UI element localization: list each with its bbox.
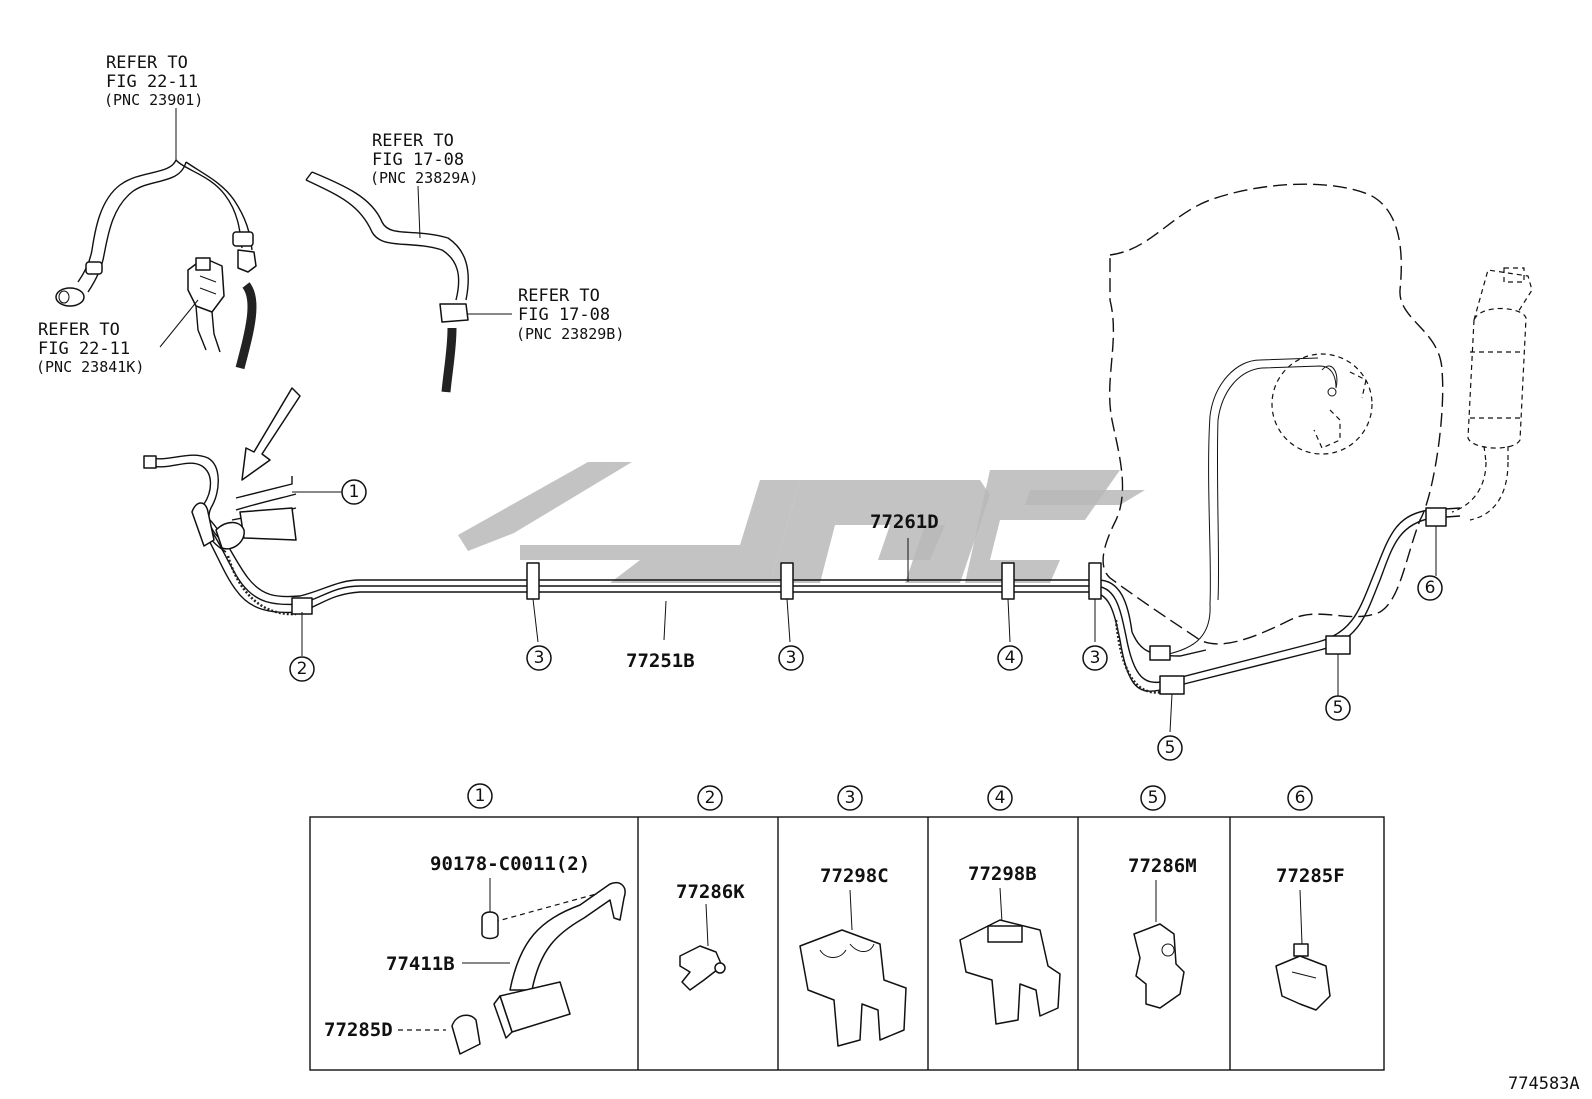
front-line-bundle [143,454,297,553]
table-header-4: 4 [987,785,1013,811]
clip-77286k-drawing [679,945,726,991]
parts-detail-table [309,816,1385,1071]
tank-vent-line [1159,357,1337,657]
svg-text:5: 5 [1333,698,1344,718]
callout-6: 6 [1417,575,1443,601]
clip-5a-on-line [1159,675,1185,695]
clip-3b-on-line [780,562,794,600]
svg-text:3: 3 [786,648,797,668]
figure-code: 774583A [1508,1074,1580,1094]
clip-5b-on-line [1325,635,1351,655]
part-number-77286k: 77286K [676,881,745,903]
refer-label-pnc-23829a: REFER TO FIG 17-08 (PNC 23829A) [370,131,478,187]
svg-text:4: 4 [995,788,1006,808]
clip-3c-on-line [1088,562,1102,600]
svg-text:FIG 17-08: FIG 17-08 [518,305,610,325]
clip-77298b-drawing [959,919,1061,1025]
svg-text:REFER TO: REFER TO [106,53,188,73]
callout-2: 2 [289,656,315,682]
part-number-90178-c0011: 90178-C0011(2) [430,853,590,875]
svg-text:(PNC 23829B): (PNC 23829B) [516,325,624,343]
callout-3c: 3 [1082,645,1108,671]
filler-hose-assembly [55,159,257,370]
svg-text:2: 2 [297,659,308,679]
svg-text:FIG 22-11: FIG 22-11 [106,72,198,92]
svg-text:REFER TO: REFER TO [372,131,454,151]
callout-1: 1 [341,479,367,505]
svg-text:1: 1 [475,786,486,806]
svg-text:3: 3 [534,648,545,668]
connector-tank-line [1149,645,1171,661]
part-number-77285f: 77285F [1276,865,1345,887]
refer-label-pnc-23829b: REFER TO FIG 17-08 (PNC 23829B) [516,286,624,343]
watermark-logo [458,462,1145,583]
callout-5b: 5 [1325,695,1351,721]
svg-text:REFER TO: REFER TO [38,320,120,340]
clip-77286m-drawing [1133,923,1185,1009]
fuel-tank-outline [1102,183,1444,645]
svg-text:5: 5 [1165,738,1176,758]
clip-3a-on-line [526,562,540,600]
fuel-line-77251b [197,507,1461,694]
callout-4: 4 [997,645,1023,671]
svg-text:6: 6 [1425,578,1436,598]
svg-text:6: 6 [1295,788,1306,808]
table-header-6: 6 [1287,785,1313,811]
part-number-77298c: 77298C [820,865,889,887]
part-number-77261d: 77261D [870,511,939,533]
clip-77285f-drawing [1275,943,1331,1011]
refer-label-pnc-23841k: REFER TO FIG 22-11 (PNC 23841K) [36,320,144,376]
table-header-3: 3 [837,785,863,811]
clip-77298c-drawing [799,929,907,1047]
clip-2-on-line [291,597,313,615]
bracket-77411b-drawing [451,882,626,1055]
svg-text:5: 5 [1148,788,1159,808]
svg-text:FIG 17-08: FIG 17-08 [372,150,464,170]
svg-text:3: 3 [845,788,856,808]
svg-text:1: 1 [349,482,360,502]
part-number-77286m: 77286M [1128,855,1197,877]
table-header-5: 5 [1140,785,1166,811]
table-header-1: 1 [467,783,493,809]
breather-hose [305,171,469,393]
callout-3a: 3 [526,645,552,671]
refer-label-pnc-23901: REFER TO FIG 22-11 (PNC 23901) [104,53,203,109]
view-direction-arrow-icon [241,387,301,481]
svg-text:3: 3 [1090,648,1101,668]
part-number-77298b: 77298B [968,863,1037,885]
part-number-77251b: 77251B [626,650,695,672]
part-number-77411b: 77411B [386,953,455,975]
svg-text:(PNC 23901): (PNC 23901) [104,91,203,109]
svg-text:(PNC 23841K): (PNC 23841K) [36,358,144,376]
clip-4-on-line [1001,562,1015,600]
table-header-2: 2 [697,785,723,811]
sender-connector [187,257,225,353]
charcoal-canister [1451,267,1533,521]
svg-text:4: 4 [1005,648,1016,668]
svg-text:FIG 22-11: FIG 22-11 [38,339,130,359]
callout-5a: 5 [1157,735,1183,761]
clip-6-on-line [1425,507,1447,527]
svg-text:(PNC 23829A): (PNC 23829A) [370,169,478,187]
callout-3b: 3 [778,645,804,671]
svg-text:REFER TO: REFER TO [518,286,600,306]
svg-text:2: 2 [705,788,716,808]
part-number-77285d: 77285D [324,1019,393,1041]
